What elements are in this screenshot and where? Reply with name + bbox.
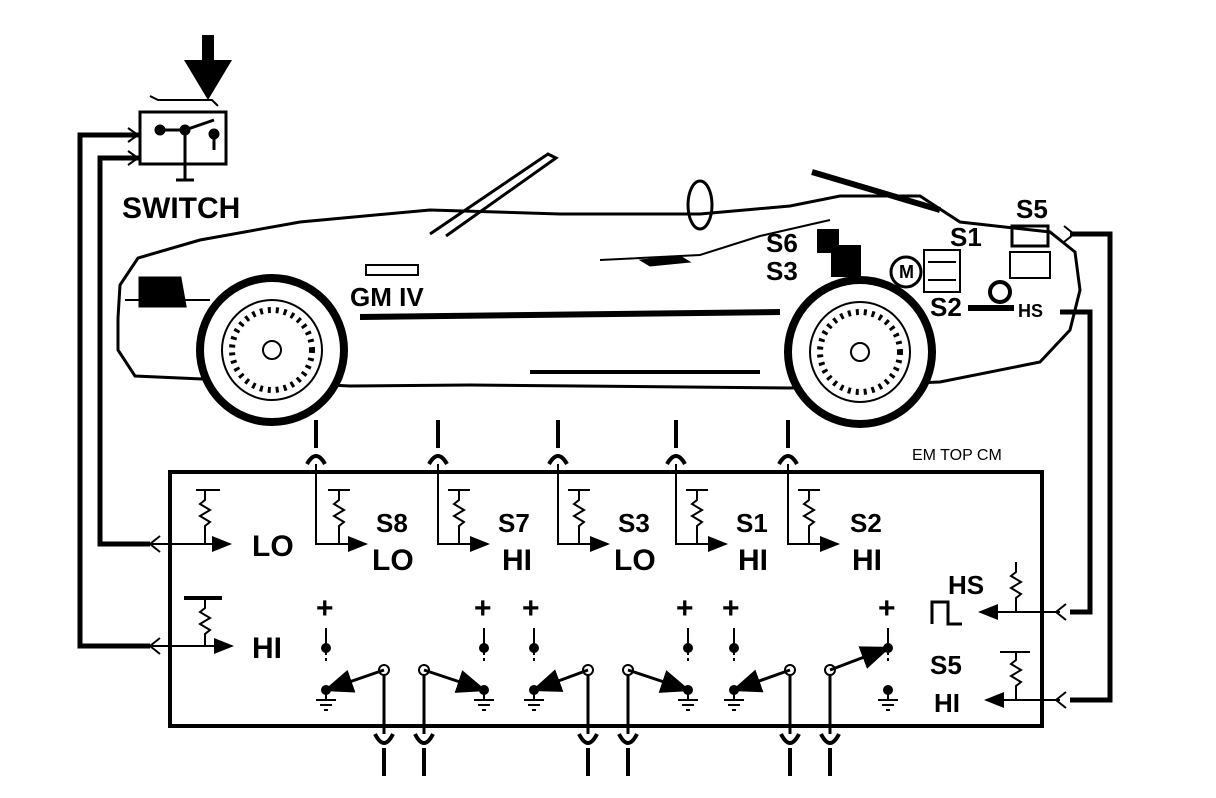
module-inputs — [152, 464, 1060, 708]
sensor-s7-level: HI — [502, 544, 532, 577]
bottom-connectors — [373, 733, 841, 776]
input-arrow — [184, 35, 232, 100]
hi-left-label: HI — [252, 632, 282, 665]
plus-symbol: + — [316, 592, 334, 625]
hi-right-label: HI — [934, 688, 960, 718]
sensor-s2-level: HI — [852, 544, 882, 577]
sensor-s3-level: LO — [614, 544, 656, 577]
plus-symbol: + — [676, 592, 694, 625]
rear-components — [817, 224, 1051, 311]
module-label: EM TOP CM — [912, 447, 1002, 464]
plus-symbol: + — [722, 592, 740, 625]
control-module-box — [168, 470, 1044, 728]
sensor-s7-name: S7 — [498, 508, 530, 538]
switch-wires — [77, 132, 150, 649]
rear-wheel — [784, 276, 936, 428]
right-wires — [1060, 231, 1113, 703]
s5-car-label: S5 — [1016, 194, 1048, 224]
switch-label: SWITCH — [122, 192, 241, 225]
gm-label: GM IV — [350, 282, 424, 312]
sensor-s2-name: S2 — [850, 508, 882, 538]
hs-right-label: HS — [948, 570, 985, 600]
sensor-s8-level: LO — [372, 544, 414, 577]
plus-symbol: + — [522, 592, 540, 625]
hs-car-label: HS — [1018, 301, 1044, 321]
sensor-s1-level: HI — [738, 544, 768, 577]
s1-car-label: S1 — [950, 222, 982, 252]
s5-right-label: S5 — [930, 650, 962, 680]
motor-label: M — [899, 262, 914, 282]
lo-left-label: LO — [252, 530, 294, 563]
plus-symbol: + — [878, 592, 896, 625]
s6-label: S6 — [766, 228, 798, 258]
front-wheel — [196, 274, 348, 426]
sensor-s8-name: S8 — [376, 508, 408, 538]
s2-car-label: S2 — [930, 292, 962, 322]
s3-car-label: S3 — [766, 256, 798, 286]
switch-icon — [138, 95, 228, 182]
output-relays — [316, 628, 898, 734]
sensor-s1-name: S1 — [736, 508, 768, 538]
sensor-s3-name: S3 — [618, 508, 650, 538]
top-connectors — [305, 420, 799, 466]
plus-symbol: + — [474, 592, 492, 625]
